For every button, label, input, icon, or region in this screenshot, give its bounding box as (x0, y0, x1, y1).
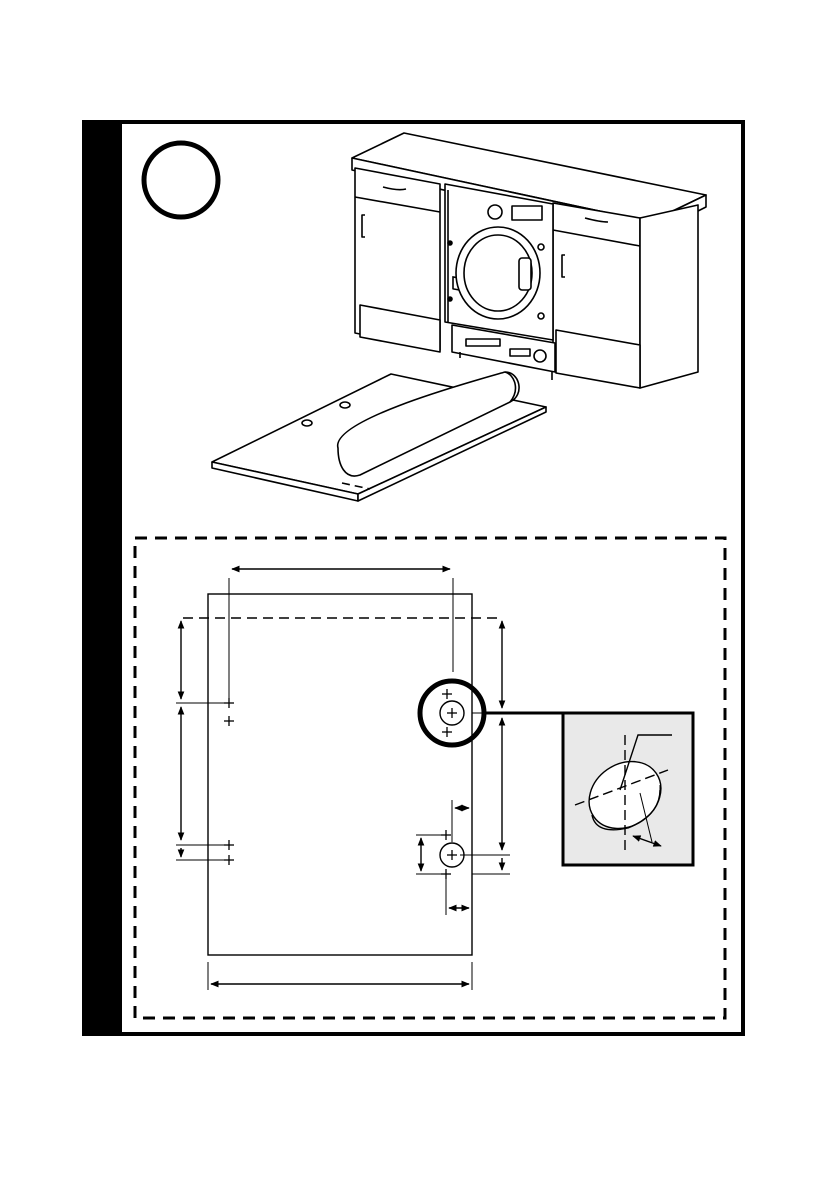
circle-step-icon (144, 143, 218, 217)
template-hole-1 (340, 402, 350, 408)
hinge-detail-callout (563, 713, 693, 865)
door-outline (208, 594, 472, 955)
program-knob (488, 205, 502, 219)
door-handle (519, 258, 531, 290)
crosshair-marker-icon (224, 698, 234, 865)
kick-slot (466, 339, 500, 346)
template-sheet-illustration (212, 372, 546, 501)
right-cabinet-side (640, 205, 698, 388)
display-panel (512, 206, 542, 220)
template-hole-2 (302, 420, 312, 426)
side-bar (84, 122, 122, 1034)
door-template-drawing (176, 569, 563, 990)
washer-illustration (352, 133, 706, 388)
